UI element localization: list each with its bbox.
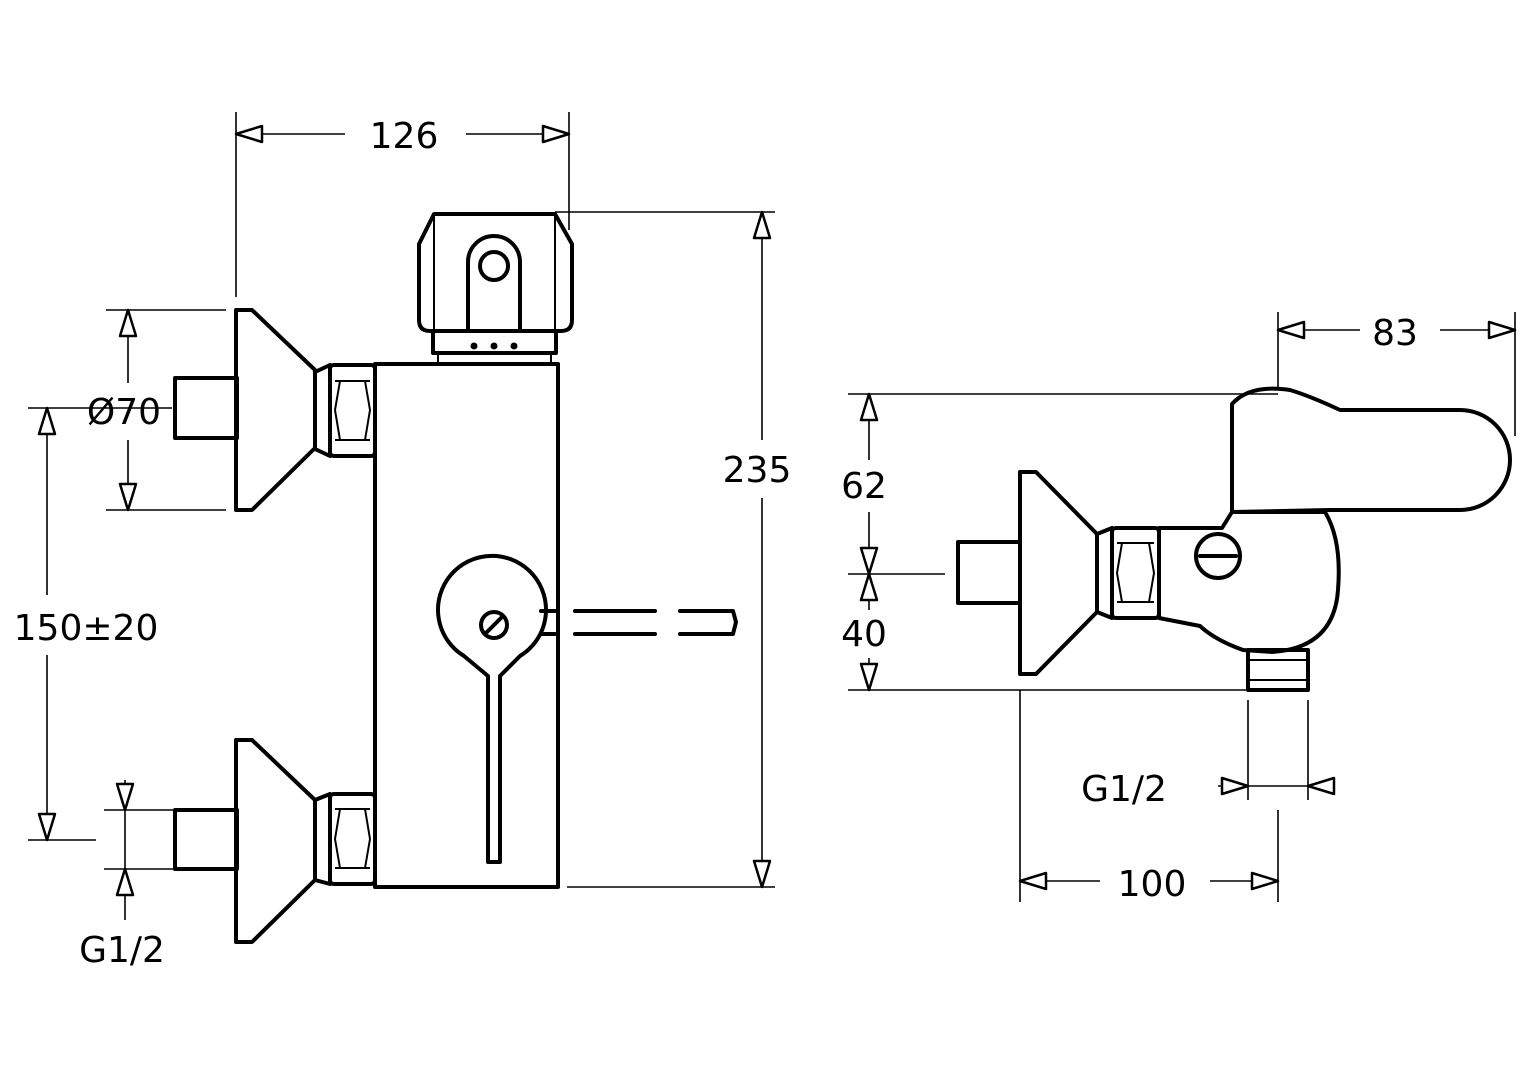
cap-slot (466, 234, 522, 333)
front-view: 126 235 Ø70 150±20 G1/2 (14, 112, 792, 971)
dim-side-height-lower: 40 (841, 614, 887, 655)
cap-collar (431, 329, 558, 355)
arrow-150-bottom (37, 812, 57, 842)
cap-base (437, 352, 552, 365)
arrow-126-right (541, 124, 571, 144)
dim-side-depth: 83 (1372, 313, 1418, 354)
dim-front-width: 126 (370, 116, 439, 157)
side-cap-handle (1230, 386, 1512, 514)
upper-inlet-fitting (173, 308, 377, 512)
arrow-100-right (1250, 871, 1280, 891)
side-screw-icon (1194, 532, 1242, 580)
arrow-83-left (1276, 320, 1306, 340)
dim-outlet-thread: G1/2 (1081, 769, 1167, 810)
arrow-g12-top (115, 782, 135, 812)
mixing-lever (436, 553, 548, 864)
dim-front-height: 235 (723, 450, 792, 491)
upper-union-nut (328, 363, 377, 458)
arrow-83-right (1487, 320, 1517, 340)
side-outlet (1246, 648, 1310, 692)
side-body (1157, 510, 1341, 654)
arrow-62-bottom (859, 546, 879, 576)
lower-escutcheon (234, 738, 317, 944)
arrow-g12-side-right (1306, 776, 1336, 796)
arrow-235-top (752, 210, 772, 240)
upper-escutcheon (234, 308, 317, 512)
arrow-40-bottom (859, 662, 879, 692)
mixer-body (373, 362, 560, 889)
lever-swing-indication (539, 609, 738, 636)
side-escutcheon (1018, 470, 1099, 676)
lever-screw-icon (479, 610, 509, 640)
arrow-62-top (859, 392, 879, 422)
arrow-235-bottom (752, 859, 772, 889)
arrow-100-left (1018, 871, 1048, 891)
arrow-70-top (118, 308, 138, 338)
arrow-40-top (859, 572, 879, 602)
arrow-150-top (37, 406, 57, 436)
arrow-g12-bottom (115, 867, 135, 897)
dim-escutcheon-diameter: Ø70 (87, 392, 161, 433)
dim-inlet-spacing: 150±20 (14, 608, 159, 649)
thermostat-cap (417, 212, 574, 333)
arrow-126-left (234, 124, 264, 144)
lower-inlet-fitting (173, 738, 377, 944)
dim-side-projection: 100 (1118, 864, 1187, 905)
dim-side-height-upper: 62 (841, 466, 887, 507)
side-view: 83 62 40 G1/2 100 (841, 312, 1517, 905)
cap-button-icon (478, 250, 510, 282)
lower-union-nut (328, 792, 377, 886)
dim-inlet-thread-front: G1/2 (79, 930, 165, 971)
side-union-nut (1110, 526, 1161, 620)
arrow-70-bottom (118, 482, 138, 512)
arrow-g12-side-left (1220, 776, 1250, 796)
